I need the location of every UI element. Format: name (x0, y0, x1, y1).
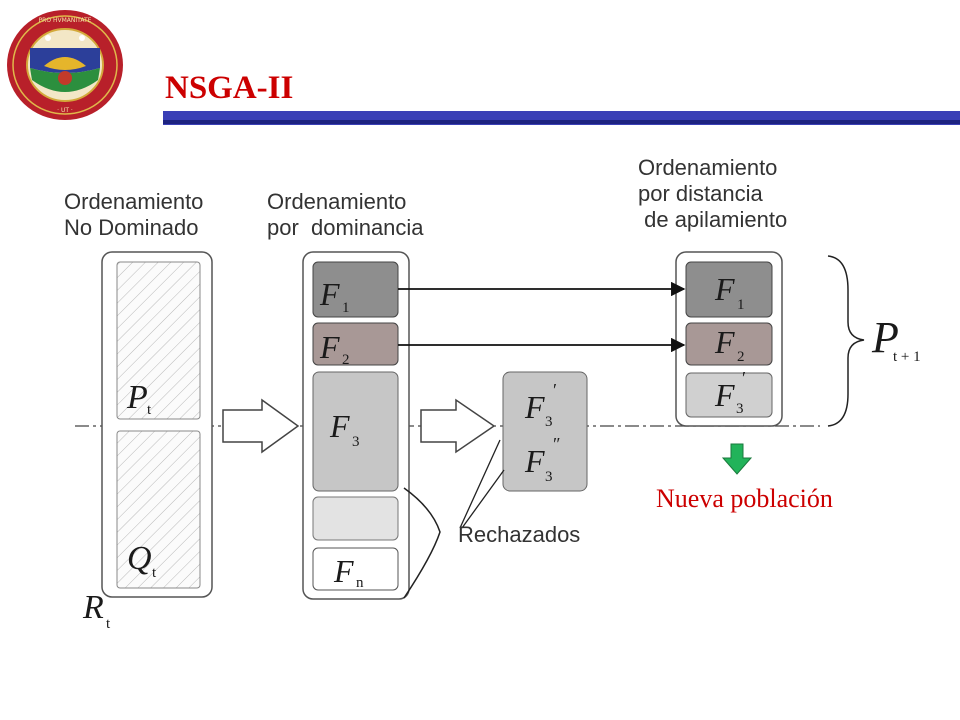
f1-subscript: 1 (342, 300, 350, 316)
heading-dominance-sort: Ordenamiento por dominancia (267, 189, 424, 240)
next-f3-prime-mark: ′ (742, 368, 746, 388)
rt-label: R (82, 589, 104, 626)
f3-subscript: 3 (352, 434, 360, 450)
pnext-subscript: t + 1 (893, 349, 921, 365)
next-f3-prime-subscript: 3 (736, 401, 744, 417)
svg-text:PRO HVMANITATE: PRO HVMANITATE (39, 17, 92, 24)
title-underline-shadow (163, 120, 960, 124)
f2-subscript: 2 (342, 352, 350, 368)
svg-text:· UT ·: · UT · (57, 107, 73, 114)
block-arrow-to-split (420, 398, 496, 454)
next-f1-label: F (714, 271, 735, 307)
next-f1-subscript: 1 (737, 297, 745, 313)
next-f2-subscript: 2 (737, 349, 745, 365)
pt-block (116, 261, 201, 420)
new-population-label: Nueva población (656, 484, 833, 513)
f3-double-prime-subscript: 3 (545, 469, 553, 485)
front-f3-block (312, 371, 399, 492)
pnext-label: P (871, 313, 899, 362)
front-f2-block (312, 322, 399, 366)
next-f3-prime-label: F (714, 377, 735, 413)
qt-subscript: t (152, 565, 157, 581)
next-f3-prime-block (685, 372, 773, 418)
university-seal-icon: · UT · PRO HVMANITATE (7, 10, 123, 120)
rejected-pointer-bottom (461, 469, 505, 529)
heading-crowding-distance-sort: Ordenamiento por distancia de apilamient… (638, 155, 788, 232)
rejected-pointer-top (459, 439, 501, 529)
f3-prime-mark: ′ (553, 380, 557, 400)
f3-double-prime-label: F (524, 443, 545, 479)
rt-subscript: t (106, 616, 111, 632)
fn-label: F (333, 553, 354, 589)
f1-label: F (319, 276, 340, 312)
rejected-brace (403, 487, 441, 599)
next-f2-block (685, 322, 773, 366)
rejected-label: Rechazados (458, 522, 581, 547)
next-f1-block (685, 261, 773, 318)
front-fn-block (312, 547, 399, 591)
next-f2-label: F (714, 324, 735, 360)
slide-title: NSGA-II (165, 70, 294, 106)
next-population-brace (827, 255, 865, 427)
block-arrow-to-fronts (222, 398, 300, 454)
green-down-arrow-icon (721, 443, 753, 475)
fn-subscript: n (356, 575, 364, 591)
f3-double-prime-mark: ″ (553, 434, 561, 454)
f3-prime-label: F (524, 389, 545, 425)
qt-block (116, 430, 201, 589)
heading-non-dominated-sort: Ordenamiento No Dominado (64, 189, 204, 240)
qt-label: Q (127, 540, 152, 577)
split-f3-block (502, 371, 588, 492)
f3-prime-subscript: 3 (545, 414, 553, 430)
f2-label: F (319, 329, 340, 365)
front-rejected-block (312, 496, 399, 541)
pt-subscript: t (147, 402, 152, 418)
pt-label: P (126, 379, 148, 416)
f3-label: F (329, 408, 350, 444)
